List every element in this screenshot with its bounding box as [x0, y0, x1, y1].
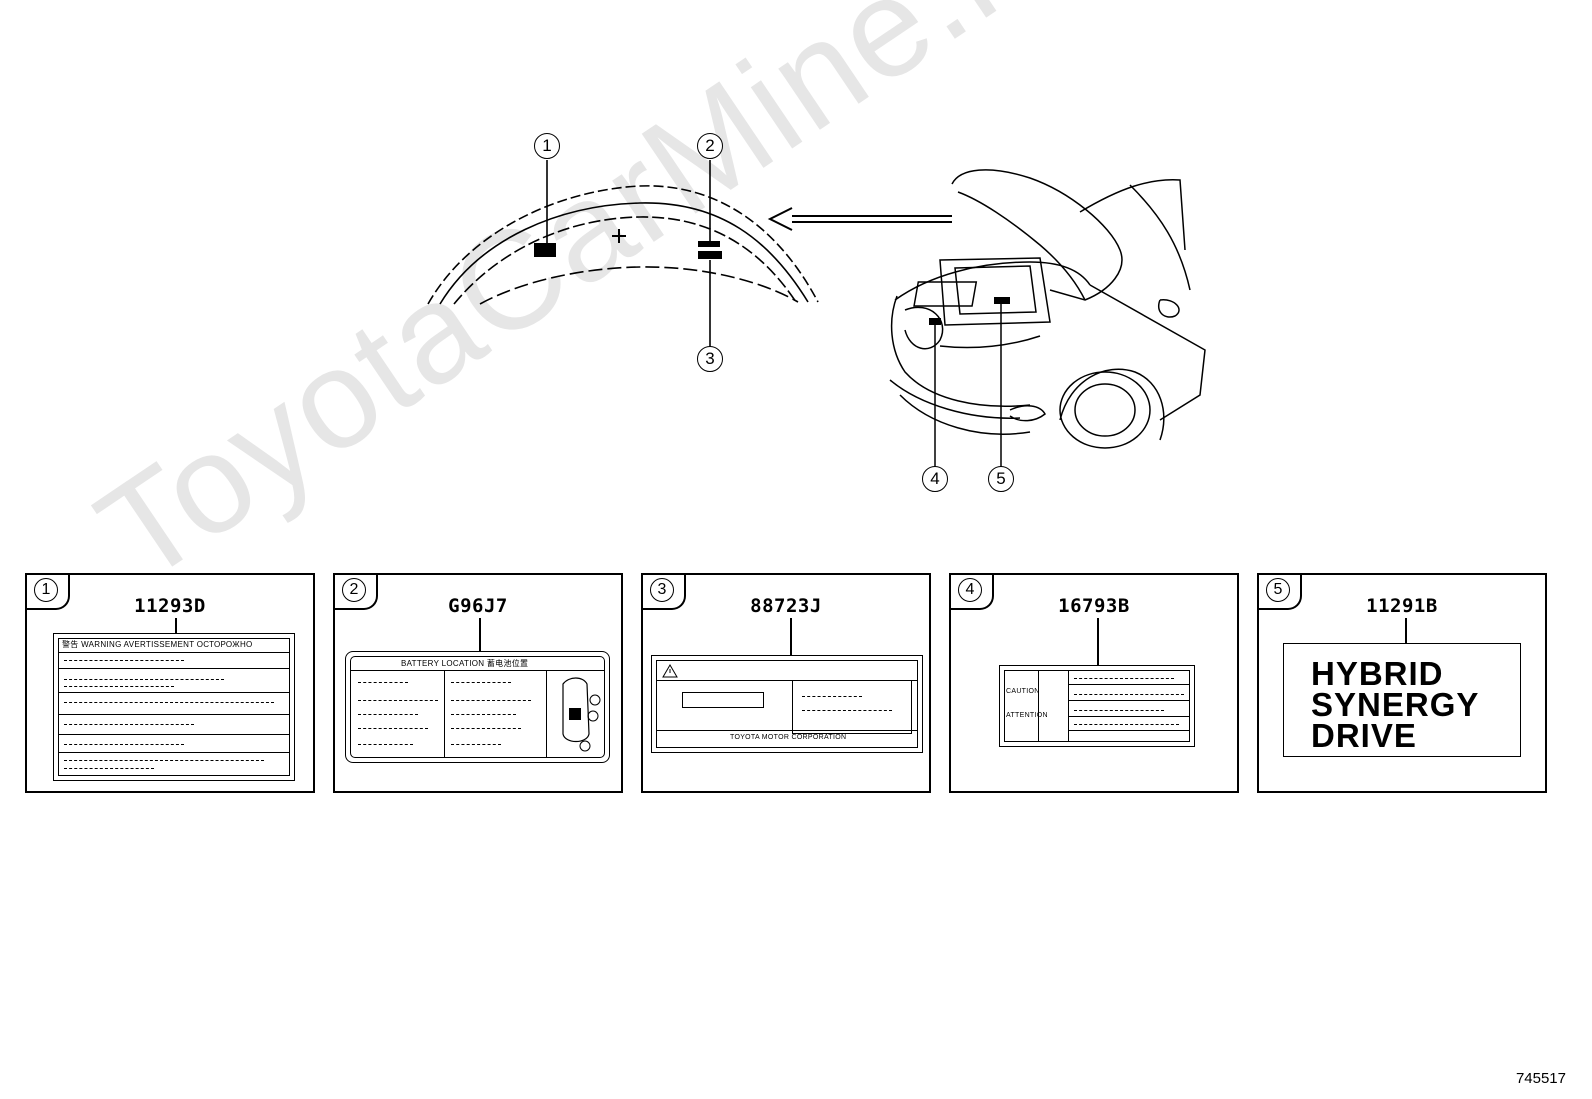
panel-index-1: 1 — [34, 578, 58, 602]
overview-callout-5: 5 — [988, 466, 1014, 492]
hood-outline-inner — [439, 202, 809, 305]
label-panel-4: 4 16793B CAUTION ATTENTION — [949, 573, 1239, 793]
hood-center-mark — [612, 229, 626, 243]
overview-callout-4: 4 — [922, 466, 948, 492]
part-number-11291B: 11291B — [1366, 595, 1438, 617]
hood-insulator-edge — [479, 266, 799, 305]
direction-arrow-head — [767, 207, 793, 231]
label-panel-2: 2 G96J7 BATTERY LOCATION 蓄电池位置 — [333, 573, 623, 793]
hood-label-1-mark — [534, 243, 556, 257]
battery-location-header: BATTERY LOCATION 蓄电池位置 — [401, 659, 529, 668]
label-panel-3: 3 88723J TOYOTA MOTOR CORPORATION — [641, 573, 931, 793]
part-number-88723J: 88723J — [750, 595, 822, 617]
caution-attention-label-drawing: CAUTION ATTENTION — [999, 665, 1195, 747]
label-panel-1: 1 11293D 警告 WARNING AVERTISSEMENT ОСТОРО… — [25, 573, 315, 793]
warning-label-drawing: 警告 WARNING AVERTISSEMENT ОСТОРОЖНО — [53, 633, 295, 781]
panel-index-2: 2 — [342, 578, 366, 602]
warning-triangle-icon — [662, 664, 678, 678]
hood-outline-inner2 — [453, 216, 797, 305]
badge-line-2: SYNERGY — [1311, 686, 1480, 723]
attention-text: ATTENTION — [1006, 712, 1048, 719]
label-panel-5: 5 11291B HYBRID SYNERGY DRIVE — [1257, 573, 1547, 793]
panel-index-3: 3 — [650, 578, 674, 602]
car-engine-cover — [913, 281, 978, 307]
overview-callout-1: 1 — [534, 133, 560, 159]
part-number-16793B: 16793B — [1058, 595, 1130, 617]
car-front-drawing — [889, 169, 1206, 470]
panel-index-5: 5 — [1266, 578, 1290, 602]
panel-index-4: 4 — [958, 578, 982, 602]
hood-label-3-mark — [698, 251, 722, 259]
overview-callout-2: 2 — [697, 133, 723, 159]
badge-line-3: DRIVE — [1311, 717, 1417, 754]
warning-label-header: 警告 WARNING AVERTISSEMENT ОСТОРОЖНО — [62, 640, 253, 649]
caution-label-drawing: TOYOTA MOTOR CORPORATION — [651, 655, 923, 753]
battery-location-car-icon — [562, 677, 601, 752]
hybrid-synergy-drive-badge: HYBRID SYNERGY DRIVE — [1283, 643, 1521, 757]
hood-label-2-mark — [698, 241, 720, 247]
badge-line-1: HYBRID — [1311, 655, 1444, 692]
car-label-5-mark — [994, 297, 1010, 304]
manufacturer-footer: TOYOTA MOTOR CORPORATION — [730, 734, 847, 741]
part-number-G96J7: G96J7 — [448, 595, 508, 617]
overview-callout-3: 3 — [697, 346, 723, 372]
hood-outline-outer — [427, 185, 819, 305]
document-number: 745517 — [1515, 1070, 1566, 1087]
part-number-11293D: 11293D — [134, 595, 206, 617]
caution-text: CAUTION — [1006, 688, 1040, 695]
battery-location-label-drawing: BATTERY LOCATION 蓄电池位置 — [345, 651, 610, 763]
car-label-4-mark — [929, 318, 941, 325]
